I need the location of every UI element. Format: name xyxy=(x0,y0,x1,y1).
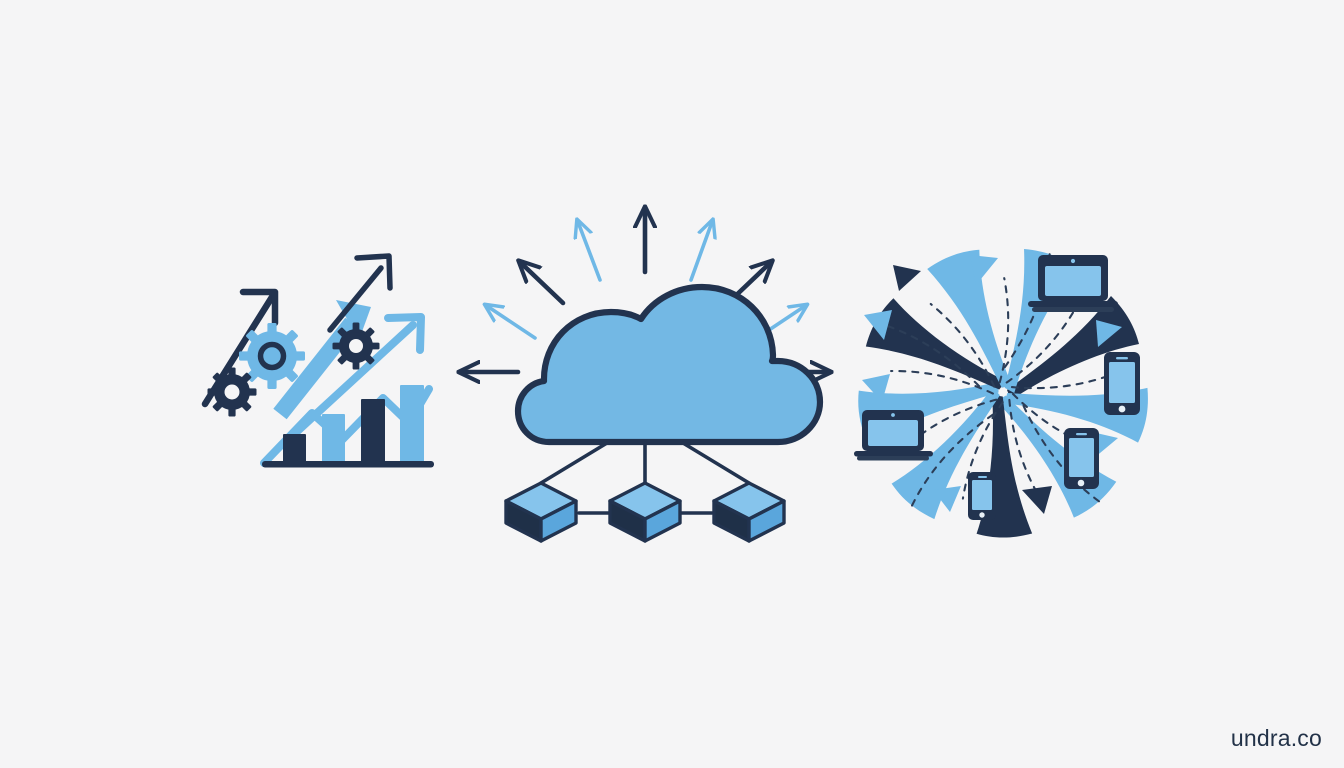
laptop-left-icon xyxy=(854,410,933,461)
chart-baseline xyxy=(262,461,434,468)
triangle-light-left-lower xyxy=(862,374,890,402)
cloud-network-group xyxy=(462,210,828,543)
triangle-light-right xyxy=(1096,320,1122,347)
arrow-upper-left-navy xyxy=(521,263,566,306)
phone-right-icon xyxy=(1104,352,1140,415)
gear-small-navy-icon xyxy=(207,367,257,417)
triangle-navy-bottom xyxy=(1022,486,1052,514)
triangle-light-bottom-left xyxy=(933,486,961,512)
laptop-top-right-icon xyxy=(1028,255,1118,312)
arrow-up-left-light xyxy=(578,222,602,282)
gear-large-light-icon xyxy=(239,323,305,389)
triangle-light-top xyxy=(970,255,998,285)
triangle-navy-upper-left xyxy=(893,265,921,291)
connector-lines xyxy=(539,441,751,515)
cloud-shape xyxy=(514,283,824,446)
phone-lower-right-icon xyxy=(1064,428,1099,489)
bar-2 xyxy=(322,414,345,462)
node-cube-right xyxy=(712,481,786,543)
radiating-arrows xyxy=(462,210,828,372)
triangle-accents xyxy=(862,255,1122,514)
bar-chart xyxy=(262,385,434,468)
arrow-navy-top xyxy=(327,253,393,333)
phone-bottom-icon xyxy=(968,472,996,520)
gear-small-navy-right-icon xyxy=(332,322,380,370)
bar-4 xyxy=(400,385,424,462)
watermark-label: undra.co xyxy=(1230,725,1322,751)
analytics-growth-group xyxy=(201,253,434,468)
device-vortex-group xyxy=(854,249,1148,538)
node-cube-center xyxy=(608,481,682,543)
bar-1 xyxy=(283,434,306,462)
triangle-light-left xyxy=(864,310,892,340)
arrow-up-right-light xyxy=(689,222,712,282)
bar-3 xyxy=(361,399,385,462)
arrow-upper-left-light xyxy=(487,306,537,340)
node-cube-left xyxy=(504,481,578,543)
